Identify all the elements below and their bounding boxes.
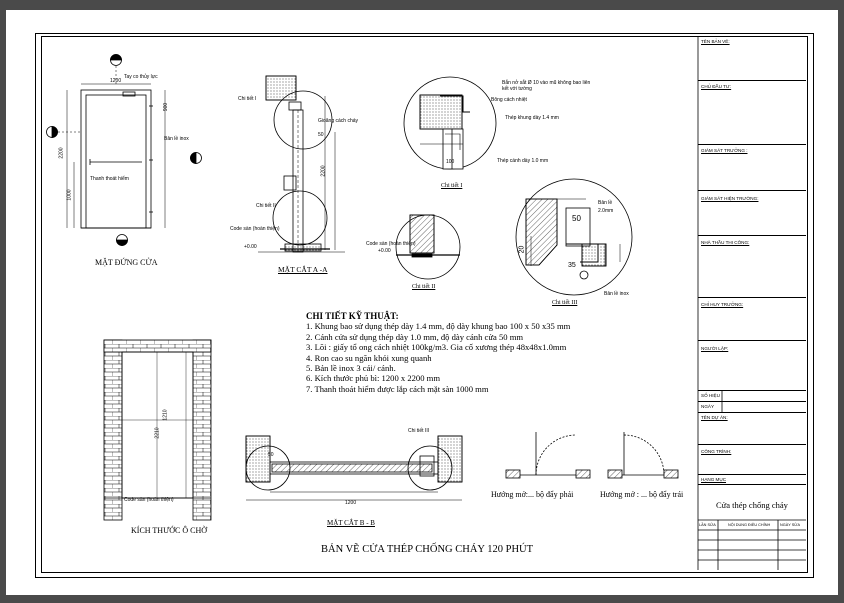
note-thickness: 2.0mm <box>598 208 614 214</box>
dim-label: 2200 <box>320 165 327 177</box>
tb-giam-sat-hien-truong: GIÁM SÁT HIỆN TRƯỜNG: <box>701 196 759 201</box>
dim-label: 1000 <box>66 189 73 201</box>
tb-divider <box>698 390 806 391</box>
note-hinge-inox: Bản lề inox <box>604 291 629 297</box>
tb-divider <box>698 474 806 475</box>
tb-nguoi-lap: NGƯỜI LẬP: <box>701 346 729 351</box>
elevation-view <box>46 54 202 246</box>
swing-left <box>607 432 679 479</box>
section-aa-view <box>258 75 345 253</box>
tb-nha-thau: NHÀ THẦU THI CÔNG: <box>701 240 750 245</box>
detail-3 <box>515 178 633 296</box>
tb-divider <box>698 412 806 413</box>
spec-item: 2. Cánh cửa sử dụng thép dày 1.0 mm, độ … <box>306 331 524 342</box>
detail-2 <box>395 214 461 280</box>
tb-rev-col: NGÀY SỬA <box>780 523 801 527</box>
tb-rev-col: LẦN SỬA <box>699 523 716 527</box>
tb-giam-sat-truong: GIÁM SÁT TRƯỞNG : <box>701 148 748 153</box>
tb-divider <box>698 190 806 191</box>
tb-chi-huy: CHỈ HUY TRƯỞNG: <box>701 302 744 307</box>
tb-divider <box>698 444 806 445</box>
caption-opening: KÍCH THƯỚC Ô CHỜ <box>131 526 208 535</box>
tb-divider <box>698 297 806 298</box>
note-detail-3: Chi tiết III <box>408 428 430 434</box>
tb-divider <box>698 340 806 341</box>
tb-divider <box>698 401 806 402</box>
note-handle: Tay co thủy lực <box>124 74 158 80</box>
drawing-title: BẢN VẼ CỬA THÉP CHỐNG CHÁY 120 PHÚT <box>321 544 534 555</box>
tb-ten-du-an: TÊN DỰ ÁN: <box>701 415 728 420</box>
note-steel-14: Thép khung dày 1.4 mm <box>505 115 559 121</box>
tb-cong-trinh: CÔNG TRÌNH: <box>701 449 732 454</box>
tb-rev-col: NỘI DUNG ĐIỀU CHỈNH <box>728 523 771 527</box>
outer-border <box>35 33 814 578</box>
spec-item: 4. Ron cao su ngăn khói xung quanh <box>306 352 432 363</box>
caption-detail-1: Chi tiết I <box>441 183 463 189</box>
note-rubber: Gioăng cách cháy <box>318 118 359 124</box>
swing-right-caption: Hướng mở:... bộ đẩy phải <box>491 490 574 499</box>
tb-ten-ban-ve: TÊN BẢN VẼ: <box>701 39 730 44</box>
dim-label: 50 <box>572 214 581 223</box>
spec-item: 6. Kích thước phủ bì: 1200 x 2200 mm <box>306 373 441 384</box>
tb-divider <box>698 484 806 485</box>
opening-view <box>103 339 212 521</box>
note-detail-1: Chi tiết I <box>238 96 257 102</box>
caption-section-aa: MẶT CẮT A -A <box>278 265 328 274</box>
tb-so-hieu: SỐ HIỆU <box>701 393 720 398</box>
section-bb-view <box>245 435 463 501</box>
note-floor: Code sàn (hoàn thiện) <box>366 241 416 247</box>
tb-divider <box>698 80 806 81</box>
note-detail-2: Chi tiết II <box>256 203 276 209</box>
caption-elevation: MẶT ĐỨNG CỬA <box>95 258 158 267</box>
tech-specs: CHI TIẾT KỸ THUẬT: 1. Khung bao sử dụng … <box>306 311 570 394</box>
swing-left-caption: Hướng mở : ... bộ đẩy trái <box>600 490 684 499</box>
note-floor: Code sàn (hoàn thiện) <box>230 226 280 232</box>
note-hinge-3: Bản lề <box>598 200 613 206</box>
dim-label: 20 <box>518 245 526 254</box>
caption-section-bb: MẶT CẮT B - B <box>327 519 375 527</box>
swing-right <box>505 432 591 479</box>
caption-detail-3: Chi tiết III <box>552 300 578 306</box>
caption-detail-2: Chi tiết II <box>412 284 436 290</box>
dim-label: 1200 <box>110 78 122 84</box>
spec-item: 7. Thanh thoát hiểm được lắp cách mặt sà… <box>306 383 489 394</box>
title-block <box>697 36 806 570</box>
note-floor: Code sàn (hoàn thiện) <box>124 497 174 503</box>
note-bolt: Bắn nở sắt Ø 10 vào mũ không bao liên kế… <box>502 80 591 92</box>
tb-hang-muc: HẠNG MỤC <box>701 477 727 482</box>
spec-item: 3. Lõi : giấy tổ ong cách nhiệt 100kg/m3… <box>306 342 567 353</box>
spec-item: 5. Bản lề inox 3 cái/ cánh. <box>306 363 396 374</box>
tb-ngay: NGÀY <box>701 404 715 409</box>
tb-divider <box>698 144 806 145</box>
tb-divider <box>698 235 806 236</box>
specs-heading: CHI TIẾT KỸ THUẬT: <box>306 311 399 321</box>
tb-hang-muc-value: Cửa thép chống cháy <box>716 500 788 510</box>
note-hinge: Bản lề inox <box>164 136 189 142</box>
dim-label: 50 <box>318 132 324 138</box>
dim-label: +0.00 <box>378 248 391 254</box>
dim-label: +0.00 <box>244 244 257 250</box>
dim-label: 100 <box>446 159 455 165</box>
dim-label: 900 <box>163 102 170 112</box>
note-steel-10: Thép cánh dày 1.0 mm <box>497 158 549 164</box>
dim-label: 2210 <box>154 427 161 439</box>
dim-label: 1210 <box>162 409 169 421</box>
dim-label: 2200 <box>58 147 65 159</box>
dim-label: 50 <box>268 452 274 458</box>
tb-chu-dau-tu: CHỦ ĐẦU TƯ: <box>701 84 732 89</box>
inner-border <box>41 36 808 573</box>
detail-1 <box>403 76 497 170</box>
dim-label: 1200 <box>345 500 357 506</box>
note-panic: Thanh thoát hiểm <box>90 176 129 182</box>
spec-item: 1. Khung bao sử dụng thép dày 1.4 mm, độ… <box>306 321 571 332</box>
note-filler: Bông cách nhiệt <box>491 97 527 103</box>
dim-label: 35 <box>568 262 576 269</box>
